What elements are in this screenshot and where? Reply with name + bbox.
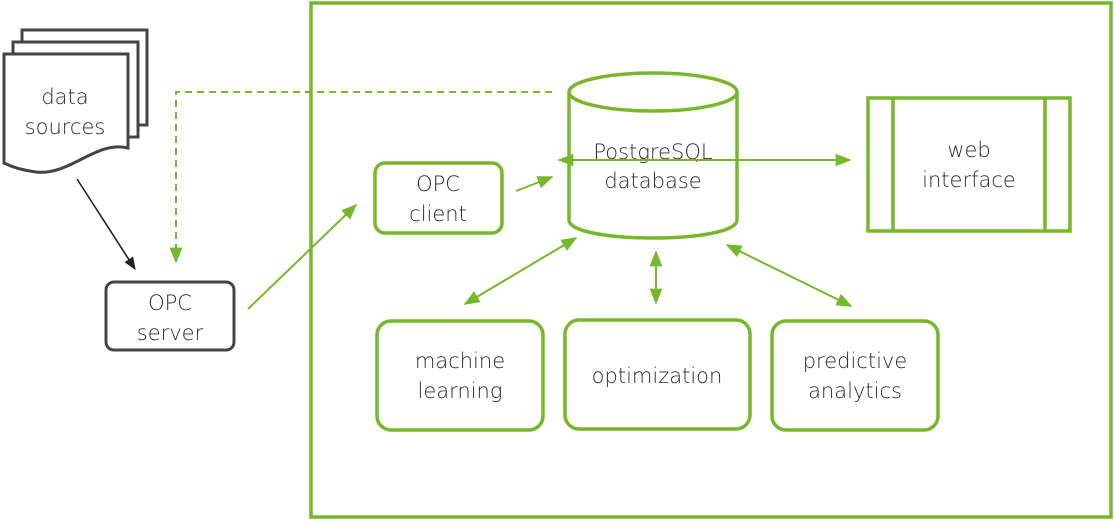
optimization-label: optimization [592, 364, 723, 388]
arrow-database-predictive-analytics [725, 244, 853, 307]
opc-server-node: OPC server [104, 280, 236, 352]
machine-learning-label-1: machine [415, 349, 505, 373]
predictive-analytics-label-2: analytics [808, 379, 902, 403]
opc-client-label-2: client [409, 202, 467, 226]
data-sources-label-1: data [41, 85, 88, 109]
arrow-database-machine-learning [463, 237, 578, 305]
machine-learning-label-2: learning [418, 379, 503, 403]
database-node: PostgreSQL database [567, 71, 739, 240]
dashed-arrow-database-to-opc-server [169, 91, 552, 264]
opc-server-label-1: OPC [148, 291, 192, 315]
arrow-client-to-db [515, 176, 554, 192]
predictive-analytics-node: predictive analytics [770, 319, 940, 432]
web-interface-label-1: web [947, 138, 990, 162]
data-sources-node: data sources [2, 28, 149, 174]
arrow-opc-server-to-opc-client [247, 203, 358, 310]
arrow-data-sources-to-opc-server [76, 178, 136, 271]
opc-server-label-2: server [137, 321, 204, 345]
database-label-2: database [604, 169, 701, 193]
opc-client-node: OPC client [373, 161, 504, 235]
predictive-analytics-label-1: predictive [803, 349, 908, 373]
system-boundary [309, 1, 1113, 519]
web-interface-node: web interface [866, 96, 1072, 233]
web-interface-label-2: interface [922, 168, 1016, 192]
optimization-node: optimization [563, 318, 752, 431]
data-sources-label-2: sources [25, 115, 106, 139]
machine-learning-node: machine learning [375, 319, 545, 432]
opc-client-label-1: OPC [416, 172, 460, 196]
